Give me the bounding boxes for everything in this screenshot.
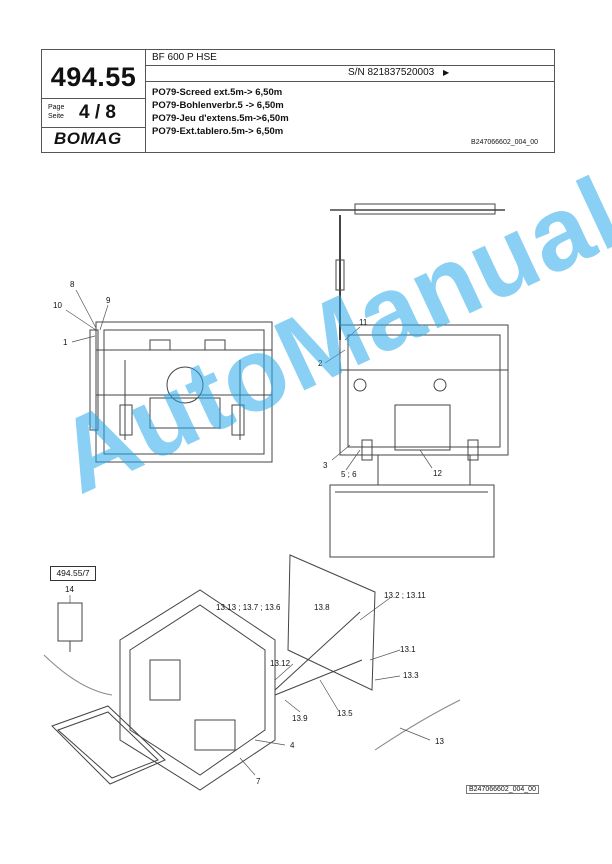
callout-1: 1: [63, 338, 68, 347]
serial-number: S/N 821837520003 ▶: [348, 67, 449, 78]
callout-12: 12: [433, 469, 442, 478]
callout-13: 13: [435, 737, 444, 746]
callout-10: 10: [53, 301, 62, 310]
callout-13-8: 13.8: [314, 603, 330, 612]
divider: [42, 98, 145, 99]
title-block: 494.55 Page Seite 4 / 8 BOMAG BF 600 P H…: [41, 49, 555, 153]
play-arrow-icon: ▶: [442, 68, 450, 77]
callout-13-12: 13.12: [270, 659, 291, 668]
page-label-de: Seite: [48, 113, 64, 120]
page-fraction: 4 / 8: [79, 102, 116, 123]
divider: [145, 50, 146, 152]
page-label-en: Page: [48, 104, 65, 111]
callout-14: 14: [65, 585, 74, 594]
callout-13-9: 13.9: [292, 714, 308, 723]
divider: [145, 81, 554, 82]
callout-13-1: 13.1: [400, 645, 416, 654]
leader-lines: [65, 289, 433, 776]
callout-2: 2: [318, 359, 323, 368]
callout-3: 3: [323, 461, 328, 470]
cross-reference-box: 494.55/7: [50, 566, 96, 581]
page-label: Page Seite: [48, 103, 64, 121]
description-list: PO79-Screed ext.5m-> 6,50m PO79-Bohlenve…: [152, 86, 289, 138]
description-de: PO79-Bohlenverbr.5 -> 6,50m: [152, 100, 284, 111]
page-number: 494.55: [50, 62, 137, 92]
screed-frame-left-view: [89, 321, 273, 463]
extension-assembly-iso: [51, 554, 461, 791]
callout-13-2: 13.2 ; 13.11: [384, 591, 426, 600]
drawing-doc-reference: B247066602_004_00: [466, 785, 539, 794]
description-fr: PO79-Jeu d'extens.5m->6,50m: [152, 113, 289, 124]
callout-7: 7: [256, 777, 261, 786]
callout-13-5: 13.5: [337, 709, 353, 718]
serial-text: S/N 821837520003: [348, 67, 435, 78]
callout-9: 9: [106, 296, 111, 305]
callout-5-6: 5 ; 6: [341, 470, 357, 479]
description-es: PO79-Ext.tablero.5m-> 6,50m: [152, 126, 284, 137]
item-14-part: [43, 602, 113, 696]
callout-11: 11: [359, 318, 368, 327]
callout-4: 4: [290, 741, 295, 750]
screed-frame-right-view: [329, 203, 509, 558]
divider: [42, 127, 145, 128]
doc-reference: B247066602_004_00: [471, 139, 538, 146]
callout-8: 8: [70, 280, 75, 289]
bomag-logo: BOMAG: [54, 129, 122, 148]
description-en: PO79-Screed ext.5m-> 6,50m: [152, 87, 283, 98]
callout-13-3: 13.3: [403, 671, 419, 680]
callout-13-13: 13.13 ; 13.7 ; 13.6: [216, 603, 281, 612]
model-name: BF 600 P HSE: [152, 52, 217, 63]
divider: [145, 65, 554, 66]
